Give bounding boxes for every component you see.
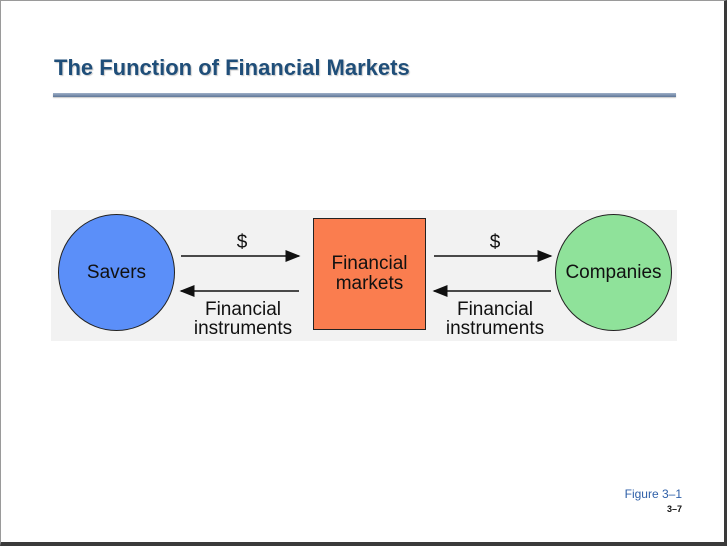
companies-label: Companies [565, 261, 662, 283]
left-instruments-line1: Financial [204, 299, 282, 320]
right-instruments-line2: instruments [445, 318, 545, 339]
savers-node: Savers [58, 214, 175, 331]
left-instruments-line2: instruments [193, 318, 293, 339]
companies-node: Companies [555, 214, 672, 331]
market-label-line1: Financial [331, 253, 408, 274]
right-instruments-label: Financial instruments [430, 300, 560, 338]
page-number: 3–7 [666, 504, 682, 514]
title-underline [53, 93, 676, 97]
right-instruments-line1: Financial [456, 299, 534, 320]
right-dollar-label: $ [489, 232, 501, 253]
figure-label: Figure 3–1 [624, 487, 682, 501]
market-label-line2: markets [335, 273, 404, 294]
financial-markets-node: Financial markets [313, 218, 426, 330]
savers-label: Savers [86, 261, 147, 283]
left-dollar-label: $ [236, 232, 248, 253]
page-title: The Function of Financial Markets [54, 55, 410, 80]
left-instruments-label: Financial instruments [178, 300, 308, 338]
